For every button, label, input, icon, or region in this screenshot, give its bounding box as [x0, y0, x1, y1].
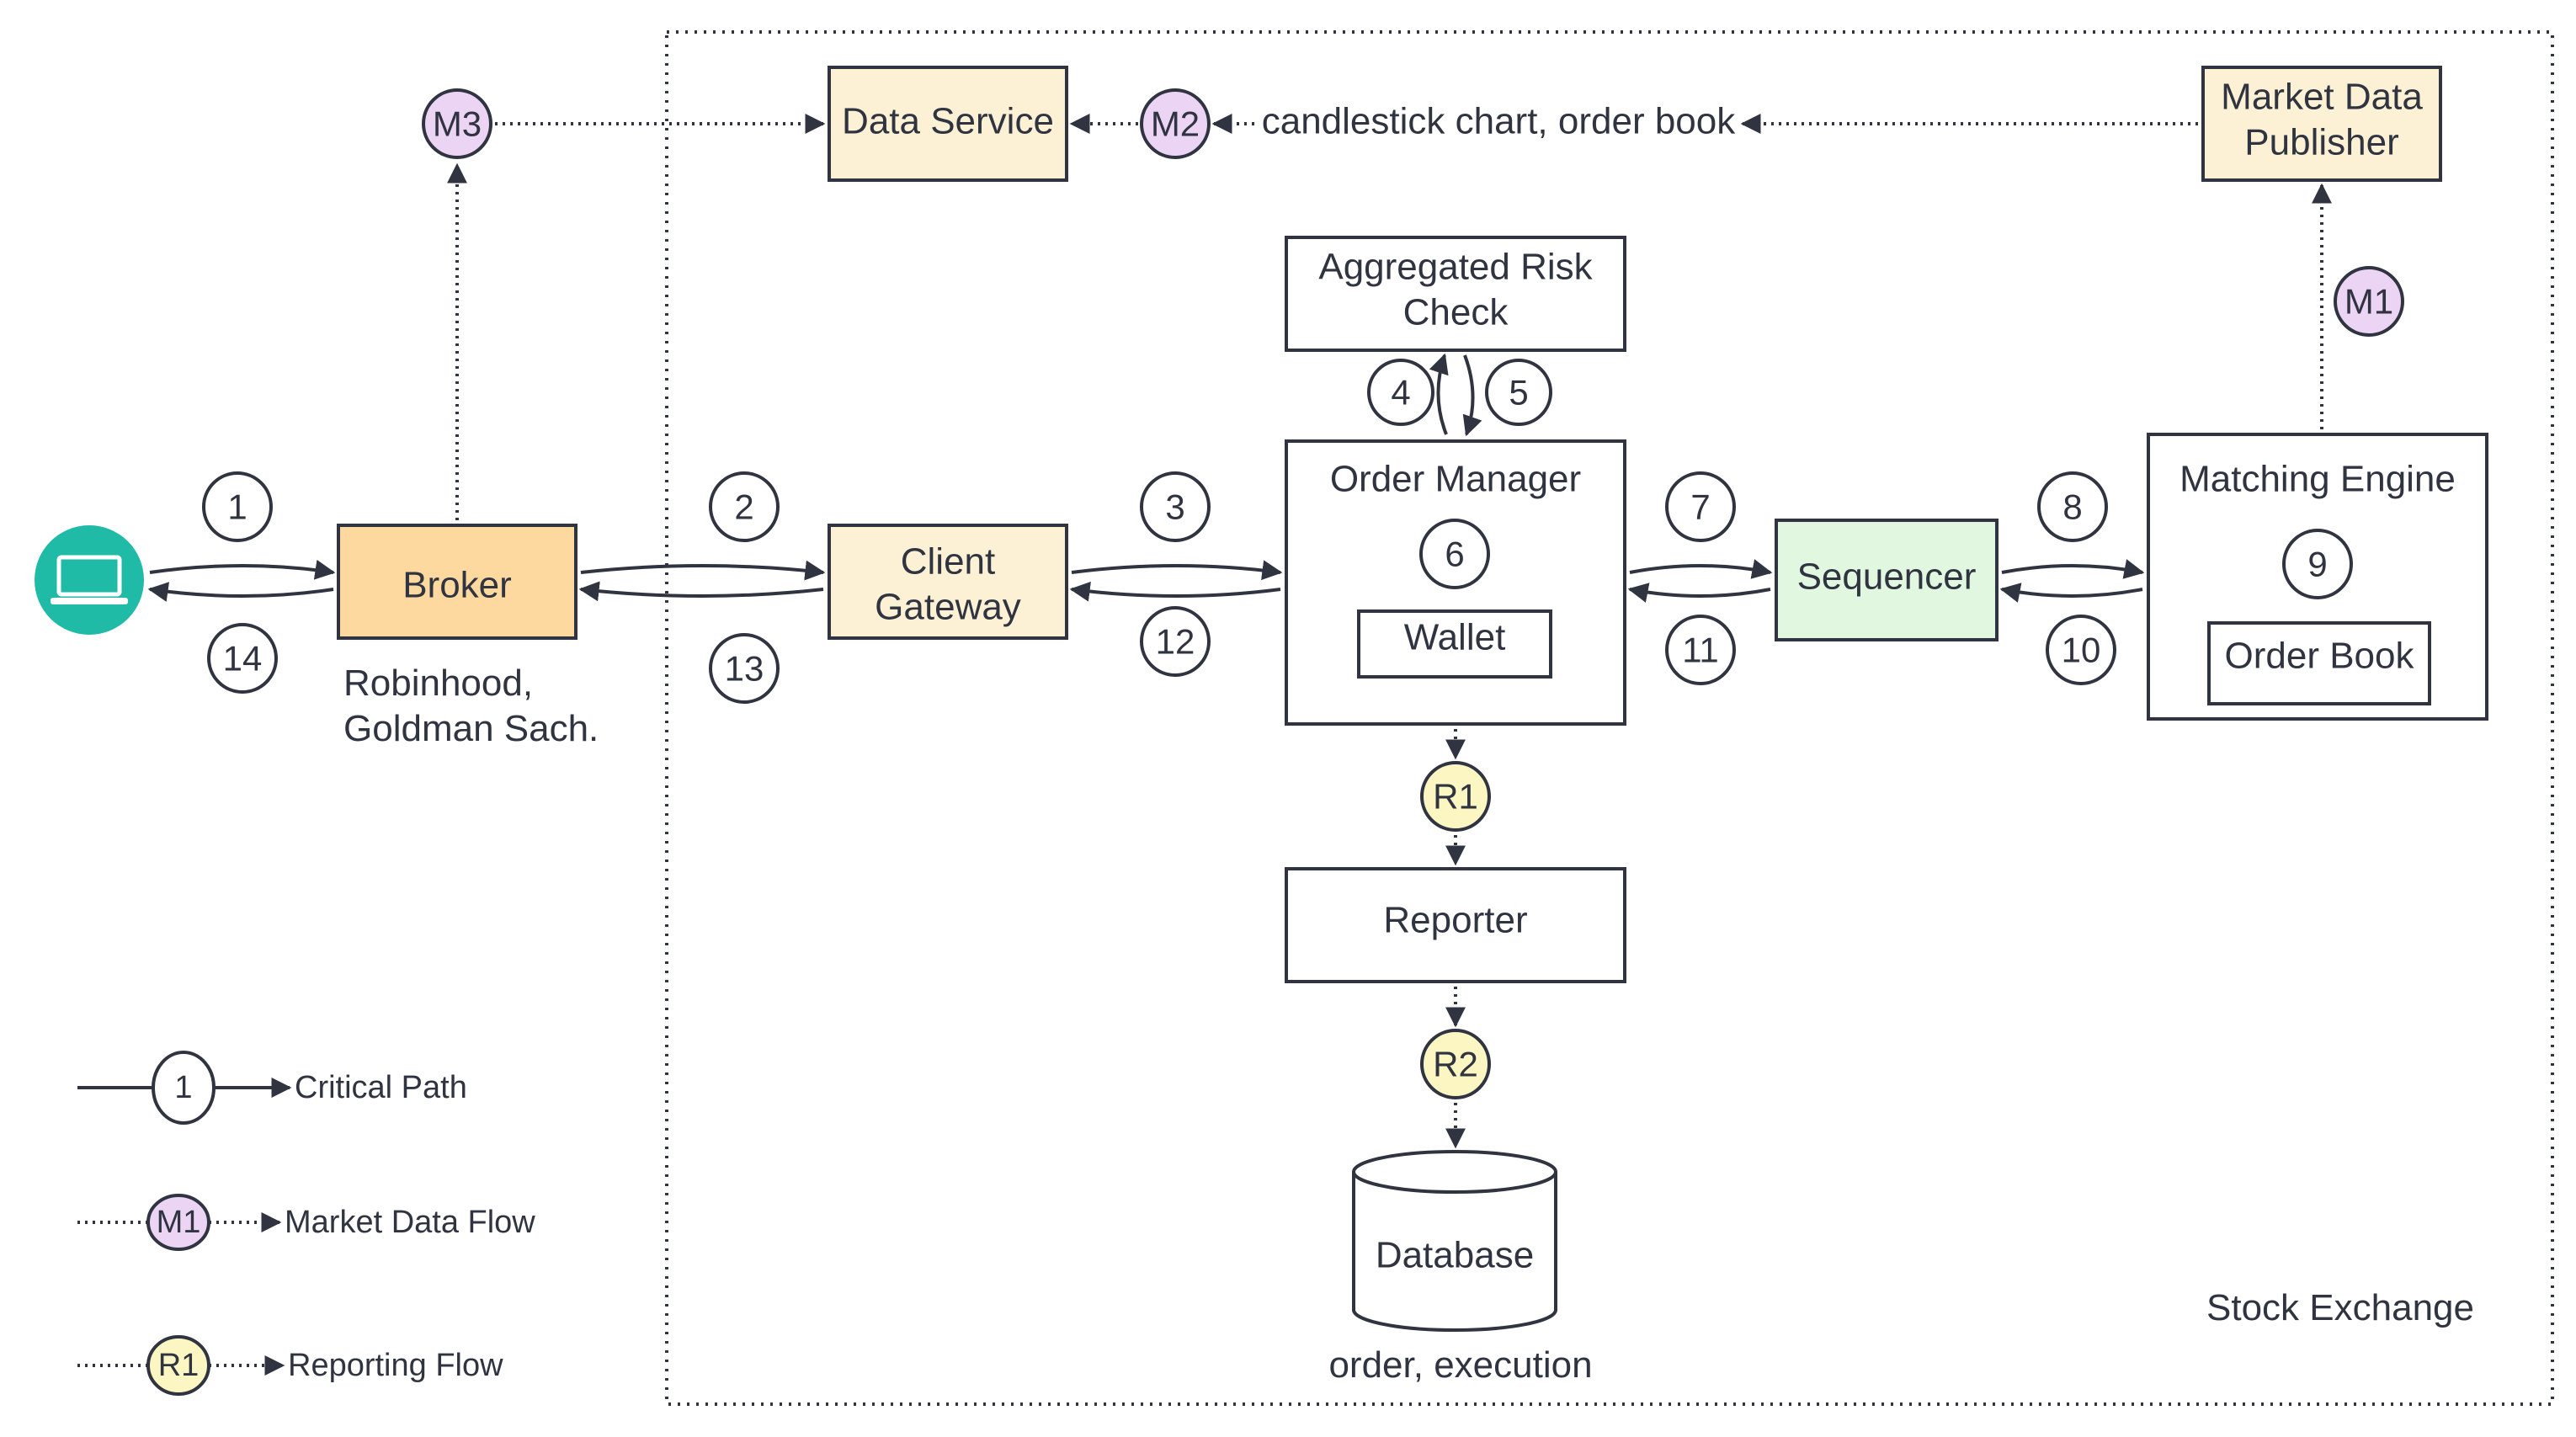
svg-text:7: 7 — [1690, 487, 1710, 527]
client-laptop-icon[interactable] — [35, 525, 144, 635]
arrow-order-manager-to-sequencer — [1629, 559, 1773, 579]
market-data-publisher-label-line1: Market Data — [2221, 77, 2423, 118]
client-gateway-label-line2: Gateway — [875, 587, 1021, 628]
arrow-sequencer-to-order-manager — [1627, 583, 1771, 603]
legend-critical-label: Critical Path — [295, 1070, 467, 1105]
step-badge-12: 12 — [1140, 606, 1211, 677]
arrow-client-to-broker — [149, 559, 336, 580]
step-badge-1: 1 — [202, 471, 273, 542]
arrow-gateway-to-broker — [578, 581, 824, 602]
database-note: order, execution — [1328, 1344, 1592, 1386]
risk-check-label-line2: Check — [1403, 292, 1509, 333]
market-badge-m3: M3 — [422, 88, 492, 159]
svg-text:11: 11 — [1682, 631, 1719, 670]
database-label: Database — [1376, 1235, 1534, 1276]
risk-check-box[interactable]: Aggregated Risk Check — [1285, 236, 1626, 352]
data-service-box[interactable]: Data Service — [828, 66, 1068, 182]
svg-text:3: 3 — [1165, 487, 1184, 527]
svg-text:1: 1 — [174, 1070, 192, 1105]
step-badge-5: 5 — [1485, 359, 1552, 426]
arrow-matching-engine-to-sequencer — [1999, 583, 2143, 603]
order-manager-label: Order Manager — [1330, 459, 1581, 500]
step-badge-7: 7 — [1665, 471, 1736, 542]
wallet-box[interactable]: Wallet — [1357, 609, 1552, 679]
report-badge-r1: R1 — [1420, 761, 1491, 832]
reporter-label: Reporter — [1383, 900, 1527, 941]
market-badge-m1: M1 — [2334, 266, 2404, 337]
arrow-broker-to-gateway — [580, 560, 826, 581]
svg-text:M3: M3 — [433, 104, 482, 144]
svg-text:12: 12 — [1156, 622, 1195, 662]
svg-text:13: 13 — [725, 649, 764, 689]
risk-check-label-line1: Aggregated Risk — [1318, 247, 1593, 288]
svg-text:6: 6 — [1445, 535, 1464, 574]
svg-text:R1: R1 — [1433, 777, 1478, 817]
arrow-sequencer-to-matching-engine — [2001, 559, 2145, 579]
arrow-gateway-to-order-manager — [1071, 560, 1283, 581]
matching-engine-label: Matching Engine — [2179, 459, 2456, 500]
svg-text:9: 9 — [2307, 545, 2327, 584]
step-badge-4: 4 — [1367, 359, 1434, 426]
step-badge-10: 10 — [2046, 615, 2116, 685]
svg-text:R2: R2 — [1433, 1045, 1478, 1084]
report-badge-r2: R2 — [1420, 1029, 1491, 1099]
database-cylinder[interactable]: Database — [1352, 1150, 1557, 1332]
legend-reporting-label: Reporting Flow — [288, 1348, 503, 1383]
svg-text:10: 10 — [2062, 631, 2101, 670]
step-badge-6: 6 — [1419, 519, 1490, 589]
svg-text:1: 1 — [227, 487, 247, 527]
arrow-risk-check-to-order-manager — [1462, 354, 1482, 437]
legend-market-data-flow: M1 Market Data Flow — [77, 1194, 535, 1251]
market-flow-note: candlestick chart, order book — [1262, 101, 1737, 142]
svg-text:4: 4 — [1391, 373, 1410, 412]
order-book-label: Order Book — [2225, 636, 2415, 677]
step-badge-3: 3 — [1140, 471, 1211, 542]
broker-box[interactable]: Broker — [337, 524, 577, 640]
svg-text:8: 8 — [2062, 487, 2082, 527]
step-badge-9: 9 — [2282, 529, 2353, 599]
broker-note-line2: Goldman Sach. — [343, 708, 599, 749]
data-service-label: Data Service — [842, 101, 1054, 142]
step-badge-8: 8 — [2037, 471, 2108, 542]
svg-text:R1: R1 — [158, 1348, 200, 1383]
market-data-publisher-box[interactable]: Market Data Publisher — [2201, 66, 2442, 182]
legend-market-label: Market Data Flow — [285, 1205, 535, 1240]
market-badge-m2: M2 — [1140, 88, 1211, 159]
legend-critical-path: 1 Critical Path — [77, 1051, 467, 1125]
svg-text:M2: M2 — [1151, 104, 1200, 144]
reporter-box[interactable]: Reporter — [1285, 867, 1626, 983]
sequencer-box[interactable]: Sequencer — [1775, 519, 1999, 641]
step-badge-11: 11 — [1665, 615, 1736, 685]
arrow-broker-to-client — [147, 582, 334, 602]
legend: 1 Critical Path M1 Market Data Flow R1 R… — [77, 1051, 535, 1396]
step-badge-13: 13 — [709, 633, 780, 704]
step-badge-14: 14 — [207, 623, 278, 694]
order-book-box[interactable]: Order Book — [2207, 621, 2431, 705]
svg-text:2: 2 — [734, 487, 753, 527]
wallet-label: Wallet — [1404, 617, 1506, 658]
broker-label: Broker — [402, 565, 512, 606]
svg-text:14: 14 — [223, 639, 263, 679]
svg-text:5: 5 — [1509, 373, 1528, 412]
broker-note-line1: Robinhood, — [343, 663, 533, 704]
svg-text:M1: M1 — [2344, 282, 2393, 322]
stock-exchange-label: Stock Exchange — [2206, 1287, 2474, 1328]
step-badge-2: 2 — [709, 471, 780, 542]
arrow-order-manager-to-risk-check — [1429, 353, 1449, 435]
legend-reporting-flow: R1 Reporting Flow — [77, 1335, 503, 1396]
client-gateway-box[interactable]: Client Gateway — [828, 524, 1068, 640]
sequencer-label: Sequencer — [1797, 556, 1977, 598]
svg-text:M1: M1 — [157, 1205, 201, 1240]
arrow-order-manager-to-gateway — [1069, 581, 1281, 602]
client-gateway-label-line1: Client — [901, 541, 996, 583]
market-data-publisher-label-line2: Publisher — [2244, 122, 2398, 163]
